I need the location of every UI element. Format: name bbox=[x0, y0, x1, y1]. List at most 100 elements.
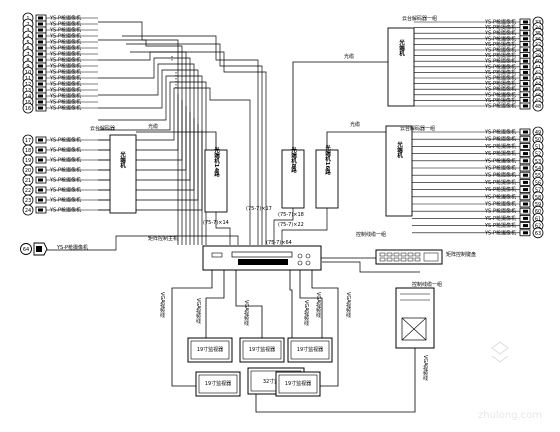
camera-number: 23 bbox=[25, 198, 31, 204]
vga-label-2: VGA视频线 bbox=[195, 298, 201, 324]
optical-receiver-right-top bbox=[387, 27, 415, 107]
optical-receiver-right-mid bbox=[385, 125, 413, 217]
dome-camera-64: 64 YS-P枪摄像机 bbox=[20, 235, 239, 256]
pc-to-monitor-32 bbox=[255, 348, 416, 413]
tx14-to-matrix bbox=[215, 212, 231, 245]
camera-number: 22 bbox=[25, 188, 31, 194]
fiber-label-mid-right: 光缆 bbox=[350, 121, 360, 128]
keyboard-line-label: 控制线缆一组 bbox=[356, 231, 386, 238]
vga-lines bbox=[171, 270, 339, 387]
optical-transmitter-16-label: 光端机16路 bbox=[324, 144, 332, 176]
camera-number: 53 bbox=[535, 159, 541, 165]
vga-label-1: VGA视频线 bbox=[159, 292, 165, 318]
fiber-line-mid-right bbox=[326, 131, 386, 150]
fiber-line-top-right bbox=[292, 61, 388, 150]
camera-number: 16 bbox=[25, 106, 31, 112]
camera-number: 18 bbox=[25, 148, 31, 154]
camera-number: 50 bbox=[535, 137, 541, 143]
svg-text:19寸监视器: 19寸监视器 bbox=[285, 380, 311, 387]
svg-text:19寸监视器: 19寸监视器 bbox=[197, 346, 223, 353]
svg-text:64: 64 bbox=[23, 247, 29, 253]
monitor-19-e: 19寸监视器 bbox=[275, 371, 321, 397]
decoder-top-left-label: 云台解码器 bbox=[90, 125, 115, 132]
decoder-mid-right-label: 云台解码器一组 bbox=[400, 125, 435, 132]
pc-line-label: 控制线缆一组 bbox=[412, 281, 442, 288]
cable-d-label: (75-7)×22 bbox=[278, 222, 304, 228]
fiber-line-left bbox=[136, 131, 217, 150]
tx16-to-matrix bbox=[281, 208, 328, 245]
watermark: zhulong.com bbox=[478, 341, 542, 421]
camera-number: 61 bbox=[535, 216, 541, 222]
right-mid-camera-column: 49YS-P枪摄像机50YS-P枪摄像机51YS-P枪摄像机52YS-P枪摄像机… bbox=[412, 126, 544, 239]
dome-camera-label: YS-P枪摄像机 bbox=[56, 244, 88, 251]
cable-b-label: (75-7)×17 bbox=[246, 206, 272, 212]
camera-number: 24 bbox=[25, 208, 31, 214]
left-top-camera-column: 1YS-P枪摄像机2YS-P枪摄像机3YS-P枪摄像机4YS-P枪摄像机5YS-… bbox=[22, 12, 98, 114]
monitor-19-b: 19寸监视器 bbox=[239, 337, 285, 363]
optical-transmitter-8a-label: 光端机8路 bbox=[290, 146, 298, 174]
optical-receiver-right-mid-label: 光端机 bbox=[396, 141, 404, 160]
camera-number: 17 bbox=[25, 138, 31, 144]
vga-label-6: VGA视频线 bbox=[345, 292, 351, 318]
svg-text:19寸监视器: 19寸监视器 bbox=[297, 346, 323, 353]
host-to-pc-line bbox=[322, 261, 420, 273]
camera-number: 55 bbox=[535, 173, 541, 179]
camera-number: 63 bbox=[535, 231, 541, 237]
decoder-top-right-label: 云台解码器一组 bbox=[402, 15, 437, 22]
camera-number: 57 bbox=[535, 188, 541, 194]
camera-number: 48 bbox=[535, 104, 541, 110]
left-top-bundle bbox=[98, 21, 267, 245]
monitor-19-a: 19寸监视器 bbox=[187, 337, 233, 363]
keyboard-label: 矩阵控制键盘 bbox=[446, 251, 476, 258]
fiber-label-left: 光缆 bbox=[148, 123, 158, 130]
camera-number: 49 bbox=[535, 130, 541, 136]
cable-e-label: (75-7)×64 bbox=[266, 240, 292, 246]
pc-tower bbox=[395, 287, 435, 349]
optical-receiver-left bbox=[109, 134, 137, 214]
camera-number: 58 bbox=[535, 195, 541, 201]
vga-label-3: VGA视频线 bbox=[243, 300, 249, 326]
camera-number: 59 bbox=[535, 202, 541, 208]
vga-label-pc: VGA视频线 bbox=[422, 355, 428, 381]
dashed-bundle-marker bbox=[171, 56, 177, 88]
optical-transmitter-14-label: 光端机14路 bbox=[213, 146, 221, 178]
svg-text:zhulong.com: zhulong.com bbox=[478, 410, 542, 421]
camera-number: 62 bbox=[535, 224, 541, 230]
matrix-host-label: 矩阵控制主机 bbox=[148, 235, 178, 242]
camera-number: 21 bbox=[25, 178, 31, 184]
fiber-label-top-right: 光缆 bbox=[344, 53, 354, 60]
camera-number-circle bbox=[22, 204, 34, 216]
cable-c-label: (75-7)×18 bbox=[278, 212, 304, 218]
camera-number-circle bbox=[532, 227, 544, 239]
vga-label-5: VGA视频线 bbox=[315, 292, 321, 318]
monitor-19-c: 19寸监视器 bbox=[287, 337, 333, 363]
camera-number: 60 bbox=[535, 209, 541, 215]
camera-number: 20 bbox=[25, 168, 31, 174]
camera-number-circle bbox=[532, 100, 544, 112]
camera-number: 51 bbox=[535, 144, 541, 150]
camera-number: 54 bbox=[535, 166, 541, 172]
matrix-host bbox=[202, 245, 322, 271]
